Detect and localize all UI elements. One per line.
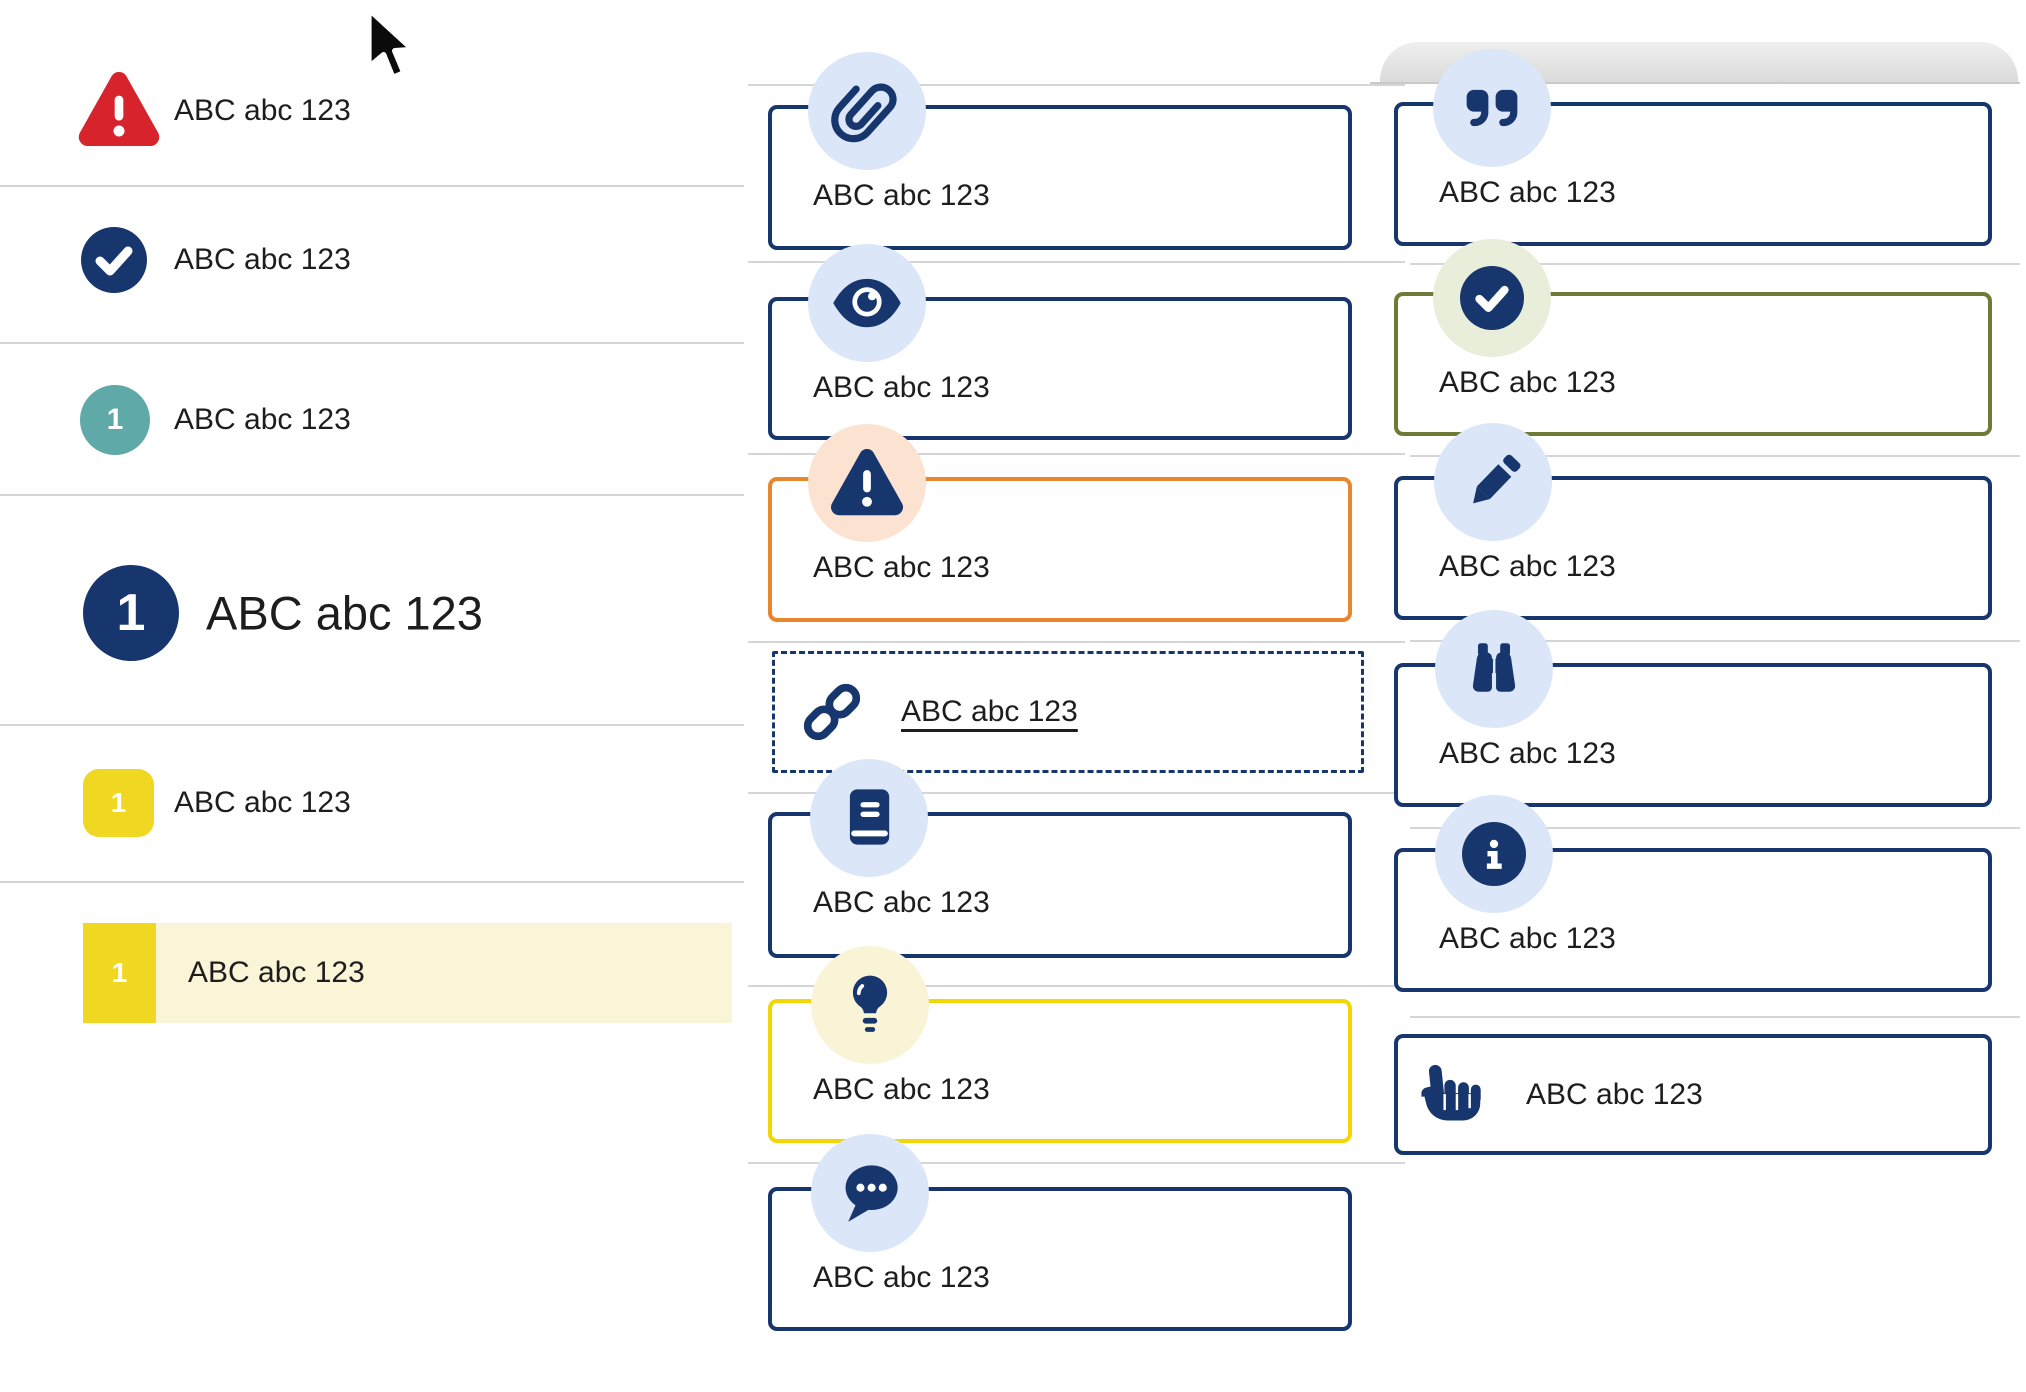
- callout-label: ABC abc 123: [813, 371, 990, 404]
- callout-label: ABC abc 123: [813, 1073, 990, 1106]
- quote-badge: [1433, 49, 1551, 167]
- callout-label: ABC abc 123: [1439, 737, 1616, 770]
- list-item-label: ABC abc 123: [206, 586, 483, 640]
- eye-badge: [808, 244, 926, 362]
- divider: [1410, 1016, 2020, 1018]
- binoculars-icon: [1472, 643, 1516, 692]
- divider: [1410, 263, 2020, 265]
- list-item-label: ABC abc 123: [174, 403, 351, 436]
- warning-icon: [831, 449, 903, 516]
- callout-label: ABC abc 123: [813, 179, 990, 212]
- divider: [1410, 455, 2020, 457]
- callout-label: ABC abc 123: [1439, 922, 1616, 955]
- divider: [748, 792, 1405, 794]
- callout-label: ABC abc 123: [1439, 550, 1616, 583]
- paperclip-icon: [831, 83, 897, 143]
- callout-label: ABC abc 123: [1439, 176, 1616, 209]
- divider: [748, 453, 1405, 455]
- divider: [0, 881, 744, 883]
- step-badge-teal: 1: [80, 385, 150, 455]
- callout-label: ABC abc 123: [1526, 1077, 1703, 1111]
- divider: [0, 342, 744, 344]
- callout-card-action: ABC abc 123: [1394, 1034, 1992, 1155]
- highlight-background: [156, 923, 732, 1023]
- pencil-badge: [1434, 423, 1552, 541]
- warning-badge: [808, 424, 926, 542]
- lightbulb-badge: [811, 946, 929, 1064]
- divider: [0, 494, 744, 496]
- link-icon: [803, 683, 861, 741]
- book-icon: [849, 789, 890, 845]
- divider: [748, 985, 1405, 987]
- divider: [748, 84, 1405, 86]
- step-badge-yellow: 1: [83, 769, 154, 837]
- divider: [1410, 640, 2020, 642]
- chat-badge: [811, 1134, 929, 1252]
- check-circle-icon: [81, 227, 147, 293]
- step-number: 1: [111, 957, 128, 988]
- list-item-label: ABC abc 123: [174, 94, 351, 127]
- step-number: 1: [116, 584, 146, 642]
- callout-label: ABC abc 123: [813, 886, 990, 919]
- info-badge: [1435, 795, 1553, 913]
- pencil-icon: [1473, 454, 1521, 504]
- callout-label: ABC abc 123: [813, 551, 990, 584]
- success-badge: [1433, 239, 1551, 357]
- chat-icon: [845, 1165, 898, 1222]
- callout-label: ABC abc 123: [1439, 366, 1616, 399]
- step-badge-navy-large: 1: [83, 565, 179, 661]
- list-item-label: ABC abc 123: [174, 786, 351, 819]
- step-number: 1: [110, 787, 127, 818]
- paperclip-badge: [808, 52, 926, 170]
- link-callout-card[interactable]: ABC abc 123: [772, 651, 1364, 773]
- divider: [1370, 82, 2020, 84]
- divider: [0, 724, 744, 726]
- divider: [748, 1162, 1405, 1164]
- divider: [748, 641, 1405, 643]
- list-item-label: ABC abc 123: [174, 243, 351, 276]
- callout-link[interactable]: ABC abc 123: [901, 695, 1078, 728]
- divider: [748, 261, 1405, 263]
- lightbulb-icon: [852, 975, 888, 1032]
- mouse-cursor: [366, 6, 416, 81]
- eye-icon: [833, 278, 901, 328]
- alert-triangle-icon: [78, 72, 160, 147]
- binoculars-badge: [1435, 610, 1553, 728]
- hand-pointer-icon: [1421, 1064, 1481, 1120]
- info-icon: [1462, 822, 1526, 886]
- callout-label: ABC abc 123: [813, 1261, 990, 1294]
- step-badge-yellow-highlight: 1: [83, 923, 156, 1023]
- divider: [0, 185, 744, 187]
- divider: [1410, 827, 2020, 829]
- list-item-label: ABC abc 123: [188, 956, 365, 989]
- check-icon: [1460, 266, 1524, 330]
- quote-icon: [1466, 89, 1518, 127]
- step-number: 1: [106, 403, 124, 436]
- book-badge: [810, 759, 928, 877]
